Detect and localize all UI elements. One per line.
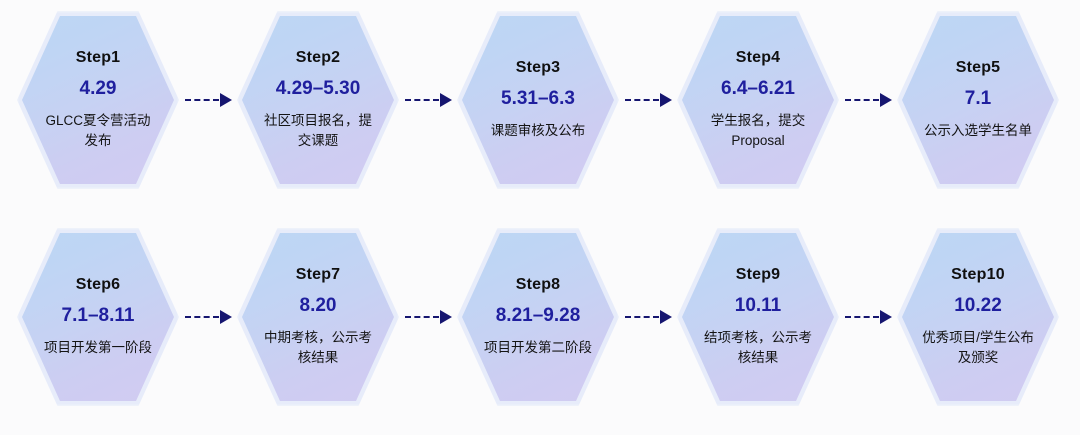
connector-7-to-8 <box>394 233 462 401</box>
dashed-arrow-right-icon <box>834 310 902 324</box>
arrow-line <box>404 316 439 318</box>
step-label: Step2 <box>295 48 341 66</box>
dashed-arrow-right-icon <box>174 93 242 107</box>
step-date: 4.29–5.30 <box>275 77 361 99</box>
arrow-line <box>624 99 659 101</box>
dashed-arrow-right-icon <box>394 93 462 107</box>
timeline-step-node-2[interactable]: Step2 4.29–5.30 社区项目报名，提交课题 <box>237 11 399 189</box>
step-description: 中期考核，公示考核结果 <box>264 329 372 365</box>
arrow-line <box>404 99 439 101</box>
arrow-line <box>184 99 219 101</box>
hexagon-shape <box>242 16 394 184</box>
step-label: Step3 <box>515 58 561 76</box>
connector-2-to-3 <box>394 16 462 184</box>
step-description: 社区项目报名，提交课题 <box>264 112 372 148</box>
step-description: 学生报名，提交Proposal <box>710 112 806 148</box>
step-label: Step8 <box>515 275 561 293</box>
dashed-arrow-right-icon <box>614 93 682 107</box>
step-date: 10.11 <box>734 294 782 316</box>
timeline-step-node-6[interactable]: Step6 7.1–8.11 项目开发第一阶段 <box>17 228 179 406</box>
hexagon-content: Step7 8.20 中期考核，公示考核结果 <box>242 233 394 401</box>
hexagon-content: Step4 6.4–6.21 学生报名，提交Proposal <box>682 16 834 184</box>
timeline-step-node-10[interactable]: Step10 10.22 优秀项目/学生公布及颁奖 <box>897 228 1059 406</box>
step-date: 7.1–8.11 <box>61 304 135 326</box>
timeline-step-node-7[interactable]: Step7 8.20 中期考核，公示考核结果 <box>237 228 399 406</box>
step-description: 项目开发第二阶段 <box>484 339 592 355</box>
hexagon-content: Step5 7.1 公示入选学生名单 <box>902 16 1054 184</box>
step-date: 5.31–6.3 <box>501 87 575 109</box>
hexagon-content: Step2 4.29–5.30 社区项目报名，提交课题 <box>242 16 394 184</box>
step-date: 8.21–9.28 <box>495 304 581 326</box>
arrow-head <box>879 93 892 107</box>
arrow-line <box>844 99 879 101</box>
step-label: Step6 <box>75 275 121 293</box>
connector-3-to-4 <box>614 16 682 184</box>
connector-8-to-9 <box>614 233 682 401</box>
arrow-head <box>659 93 672 107</box>
step-description: 项目开发第一阶段 <box>44 339 152 355</box>
arrow-head <box>439 310 452 324</box>
hexagon-shape <box>242 233 394 401</box>
arrow-line <box>844 316 879 318</box>
connector-6-to-7 <box>174 233 242 401</box>
step-label: Step9 <box>735 265 781 283</box>
step-date: 8.20 <box>299 294 337 316</box>
timeline-step-node-1[interactable]: Step1 4.29 GLCC夏令营活动发布 <box>17 11 179 189</box>
dashed-arrow-right-icon <box>614 310 682 324</box>
step-date: 10.22 <box>954 294 1002 316</box>
hexagon-content: Step3 5.31–6.3 课题审核及公布 <box>462 16 614 184</box>
step-label: Step5 <box>955 58 1001 76</box>
step-description: 课题审核及公布 <box>490 122 586 138</box>
step-description: 优秀项目/学生公布及颁奖 <box>922 329 1034 365</box>
dashed-arrow-right-icon <box>174 310 242 324</box>
step-label: Step7 <box>295 265 341 283</box>
dashed-arrow-right-icon <box>394 310 462 324</box>
dashed-arrow-right-icon <box>834 93 902 107</box>
timeline-step-node-9[interactable]: Step9 10.11 结项考核，公示考核结果 <box>677 228 839 406</box>
timeline-step-node-3[interactable]: Step3 5.31–6.3 课题审核及公布 <box>457 11 619 189</box>
hexagon-content: Step10 10.22 优秀项目/学生公布及颁奖 <box>902 233 1054 401</box>
step-label: Step1 <box>75 48 121 66</box>
arrow-line <box>624 316 659 318</box>
connector-4-to-5 <box>834 16 902 184</box>
arrow-head <box>219 310 232 324</box>
arrow-line <box>184 316 219 318</box>
timeline-step-node-4[interactable]: Step4 6.4–6.21 学生报名，提交Proposal <box>677 11 839 189</box>
timeline-step-node-5[interactable]: Step5 7.1 公示入选学生名单 <box>897 11 1059 189</box>
arrow-head <box>659 310 672 324</box>
step-label: Step10 <box>951 265 1005 283</box>
connector-9-to-10 <box>834 233 902 401</box>
hexagon-content: Step1 4.29 GLCC夏令营活动发布 <box>22 16 174 184</box>
timeline-row-2: Step6 7.1–8.11 项目开发第一阶段 Step7 8.20 中期考核，… <box>0 217 1080 417</box>
step-date: 7.1 <box>964 87 992 109</box>
step-label: Step4 <box>735 48 781 66</box>
arrow-head <box>879 310 892 324</box>
arrow-head <box>439 93 452 107</box>
arrow-head <box>219 93 232 107</box>
step-description: GLCC夏令营活动发布 <box>45 112 151 148</box>
hexagon-content: Step8 8.21–9.28 项目开发第二阶段 <box>462 233 614 401</box>
step-description: 结项考核，公示考核结果 <box>704 329 812 365</box>
hexagon-content: Step9 10.11 结项考核，公示考核结果 <box>682 233 834 401</box>
timeline-row-1: Step1 4.29 GLCC夏令营活动发布 Step2 4.29–5.30 社… <box>0 0 1080 200</box>
hexagon-content: Step6 7.1–8.11 项目开发第一阶段 <box>22 233 174 401</box>
step-date: 4.29 <box>79 77 117 99</box>
connector-1-to-2 <box>174 16 242 184</box>
step-description: 公示入选学生名单 <box>924 122 1032 138</box>
timeline-step-node-8[interactable]: Step8 8.21–9.28 项目开发第二阶段 <box>457 228 619 406</box>
step-date: 6.4–6.21 <box>721 77 795 99</box>
